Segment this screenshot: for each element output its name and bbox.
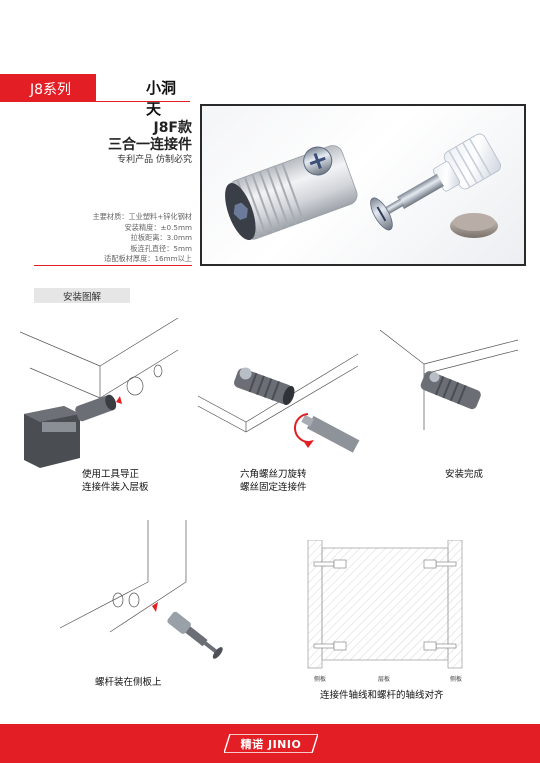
step1-caption-line2: 连接件装入层板 <box>82 482 149 493</box>
brand-name: 精诺 JINIO <box>240 738 302 751</box>
brand-badge-icon <box>224 734 318 753</box>
step1-figure <box>20 318 179 468</box>
connector-illustration <box>225 133 502 241</box>
step3-caption-line1: 安装完成 <box>445 469 484 480</box>
spec-list: 主要材质：工业塑料+锌化钢材 安装精度：±0.5mm 拉板距离：3.0mm 板连… <box>93 212 192 265</box>
spec-board-thickness: 适配板材厚度：16mm以上 <box>104 254 192 263</box>
diagram-label-left: 侧板 <box>314 675 326 683</box>
step4-caption: 螺杆装在侧板上 <box>95 676 162 689</box>
step5-caption: 连接件轴线和螺杆的轴线对齐 <box>320 689 444 702</box>
patent-note: 专利产品 仿制必究 <box>117 155 192 165</box>
step3-caption: 安装完成 <box>445 468 483 481</box>
step4-caption-line1: 螺杆装在侧板上 <box>95 677 162 688</box>
alignment-diagram: 侧板 层板 侧板 <box>307 540 463 683</box>
step4-figure <box>60 520 223 659</box>
step1-caption-line1: 使用工具导正 <box>82 469 140 480</box>
product-subtitle: 三合一连接件 <box>108 137 192 153</box>
spec-material: 主要材质：工业塑料+锌化钢材 <box>92 212 192 221</box>
spec-hole-diameter: 板连孔直径：5mm <box>130 243 192 253</box>
diagram-label-right: 侧板 <box>450 675 462 683</box>
spec-divider <box>34 265 192 266</box>
step1-caption: 使用工具导正 连接件装入层板 <box>82 468 149 494</box>
spec-precision: 安装精度：±0.5mm <box>124 222 192 232</box>
product-model: J8F款 <box>153 120 192 136</box>
step2-caption-line1: 六角螺丝刀旋转 <box>240 469 307 480</box>
series-tag: J8系列 <box>0 74 96 102</box>
spec-pull-distance: 拉板距离：3.0mm <box>130 233 192 242</box>
product-photo <box>200 104 526 266</box>
step3-figure <box>380 330 519 430</box>
series-label: J8系列 <box>30 82 72 98</box>
header-divider <box>96 101 190 102</box>
step2-caption-line2: 螺丝固定连接件 <box>240 482 307 493</box>
step5-caption-line1: 连接件轴线和螺杆的轴线对齐 <box>320 690 444 701</box>
series-name: 小洞天 <box>146 79 177 118</box>
section-title: 安装图解 <box>62 292 101 303</box>
step2-figure <box>198 353 360 453</box>
brand-logo: 精诺 JINIO <box>224 734 318 753</box>
step2-caption: 六角螺丝刀旋转 螺丝固定连接件 <box>240 468 307 494</box>
footer-bar: 精诺 JINIO <box>0 724 540 763</box>
diagram-label-center: 层板 <box>378 675 390 683</box>
series-header: J8系列 小洞天 <box>0 74 190 118</box>
section-heading: 安装图解 <box>34 288 130 303</box>
